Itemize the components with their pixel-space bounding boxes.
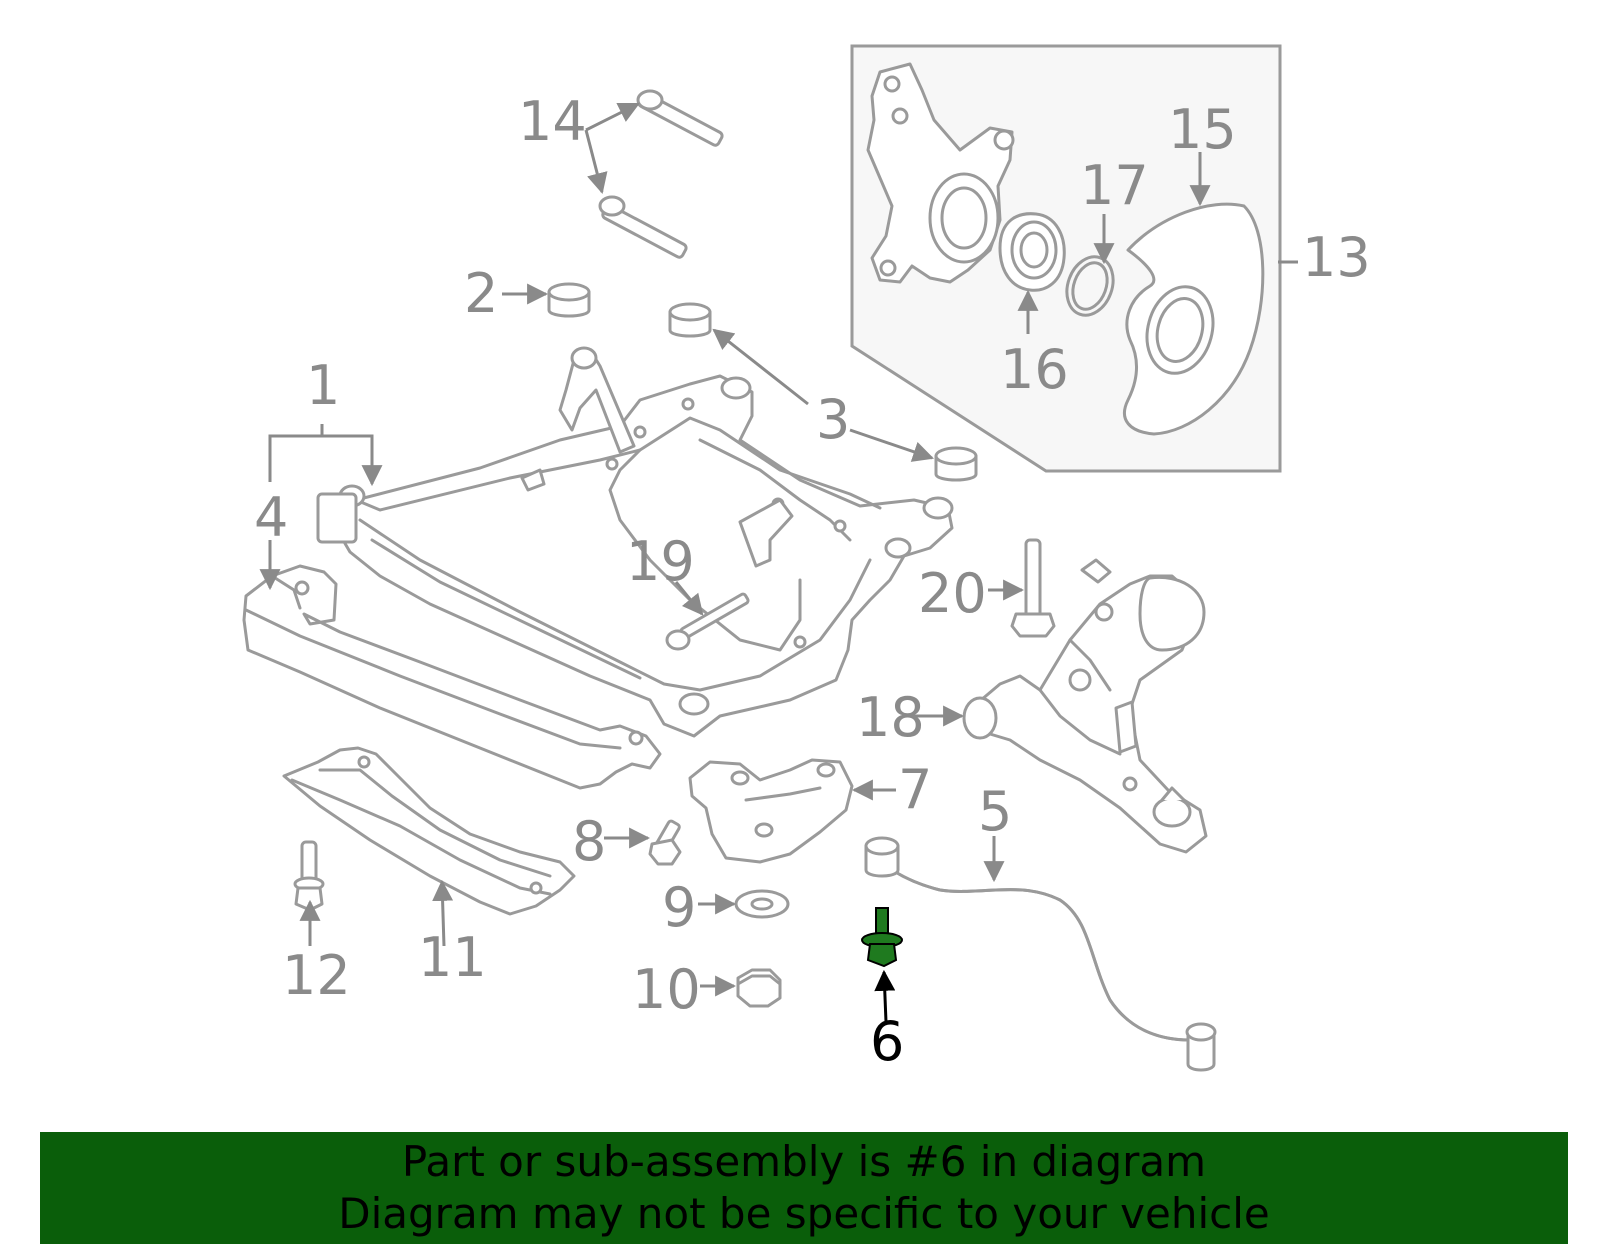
bolt-20 <box>1010 538 1056 638</box>
front-subframe <box>316 346 954 738</box>
underbody-brace <box>282 746 576 916</box>
front-crossmember <box>242 564 662 790</box>
callout-12: 12 <box>282 944 351 1007</box>
washer-9 <box>734 889 790 919</box>
callout-19: 19 <box>626 530 695 593</box>
callout-1: 1 <box>306 354 340 417</box>
callout-14: 14 <box>518 90 587 153</box>
callout-15: 15 <box>1168 98 1237 161</box>
bolt-6-highlighted[interactable] <box>861 907 903 968</box>
knuckle-inset <box>850 44 1282 473</box>
bushing-3-upper <box>668 302 712 338</box>
dust-shield <box>1122 202 1265 436</box>
callout-11: 11 <box>418 926 487 989</box>
mount-plate-7 <box>688 758 854 864</box>
stabilizer-bar <box>864 836 1217 1072</box>
info-banner: Part or sub-assembly is #6 in diagram Di… <box>40 1132 1568 1244</box>
bolts-14 <box>598 89 724 259</box>
callout-16: 16 <box>1000 338 1069 401</box>
callout-6: 6 <box>870 1010 904 1073</box>
bolt-12 <box>293 840 325 912</box>
leader-lines <box>259 102 1298 1023</box>
wheel-bearing <box>998 212 1066 292</box>
banner-line-disclaimer: Diagram may not be specific to your vehi… <box>338 1189 1270 1238</box>
callout-18: 18 <box>856 686 925 749</box>
callout-labels: 1 2 3 4 5 6 7 8 9 10 11 12 13 14 15 16 1… <box>254 90 1371 1073</box>
banner-line-part: Part or sub-assembly is #6 in diagram <box>401 1137 1207 1186</box>
steering-knuckle <box>866 62 1015 284</box>
callout-4: 4 <box>254 486 288 549</box>
callout-7: 7 <box>898 758 932 821</box>
callout-5: 5 <box>978 780 1012 843</box>
bushing-2 <box>547 282 591 318</box>
lower-control-arm <box>962 558 1208 854</box>
bolt-8 <box>648 819 682 866</box>
nut-10 <box>736 968 782 1008</box>
bolt-14-lower <box>598 195 688 259</box>
bushing-3-lower <box>934 446 978 482</box>
callout-8: 8 <box>572 810 606 873</box>
callout-17: 17 <box>1080 154 1149 217</box>
bolt-19 <box>665 592 750 651</box>
bolt-14-upper <box>636 89 724 147</box>
callout-10: 10 <box>632 958 701 1021</box>
callout-9: 9 <box>662 876 696 939</box>
callout-13: 13 <box>1302 226 1371 289</box>
callout-20: 20 <box>918 562 987 625</box>
callout-2: 2 <box>464 262 498 325</box>
callout-3: 3 <box>816 388 850 451</box>
